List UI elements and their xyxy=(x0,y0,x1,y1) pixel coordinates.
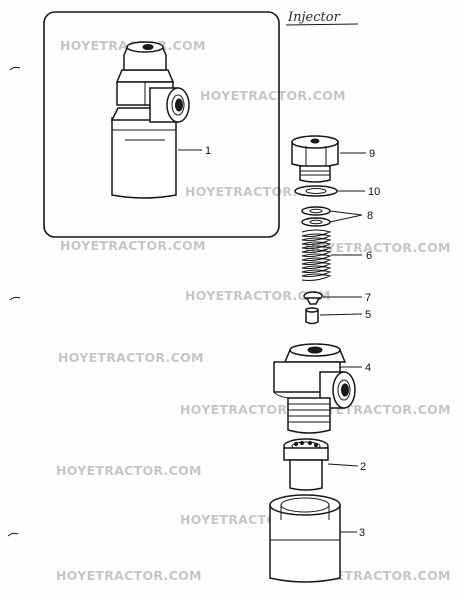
part-2-nozzle xyxy=(283,438,329,491)
part-4-holder-body xyxy=(273,343,356,434)
watermark: HOYETRACTOR.COM xyxy=(185,288,331,303)
part-9-cap-nut xyxy=(291,135,339,183)
callout-8-leader xyxy=(329,210,363,216)
callout-9: 9 xyxy=(369,148,375,160)
title-underline xyxy=(285,23,359,26)
watermark: HOYETRACTOR.COM xyxy=(305,568,451,583)
callout-7: 7 xyxy=(365,292,371,304)
watermark: HOYETRACTOR.COM xyxy=(58,350,204,365)
callout-4: 4 xyxy=(365,362,371,374)
watermark: HOYETRACTOR.COM xyxy=(200,88,346,103)
watermark: HOYETRACTOR.COM xyxy=(305,240,451,255)
assembled-injector xyxy=(110,41,190,199)
watermark: HOYETRACTOR.COM xyxy=(60,238,206,253)
binder-marks xyxy=(7,66,21,537)
punch-mark xyxy=(7,532,19,537)
part-5-push-rod xyxy=(305,307,319,325)
punch-mark xyxy=(9,66,21,71)
punch-mark xyxy=(9,296,21,301)
callout-3: 3 xyxy=(359,527,365,539)
watermark: HOYETRACTOR.COM xyxy=(56,568,202,583)
watermark: HOYETRACTOR.COM xyxy=(56,463,202,478)
callout-5-leader xyxy=(319,313,363,316)
page-title: Injector xyxy=(287,10,341,25)
part-8-shims xyxy=(301,206,331,227)
callout-6: 6 xyxy=(366,250,372,262)
callout-8-leader xyxy=(329,214,363,223)
callout-2: 2 xyxy=(360,461,366,473)
callout-8: 8 xyxy=(367,210,373,222)
callout-1: 1 xyxy=(205,145,211,157)
watermark: HOYETRACTOR.COM xyxy=(185,184,331,199)
part-10-washer xyxy=(294,185,338,197)
assembled-view-frame xyxy=(43,11,280,238)
callout-5: 5 xyxy=(365,309,371,321)
part-6-spring xyxy=(301,229,332,281)
callout-10: 10 xyxy=(368,186,380,198)
callout-2-leader xyxy=(327,463,359,467)
part-7-spring-seat xyxy=(303,291,323,305)
part-3-retaining-nut xyxy=(269,494,341,583)
